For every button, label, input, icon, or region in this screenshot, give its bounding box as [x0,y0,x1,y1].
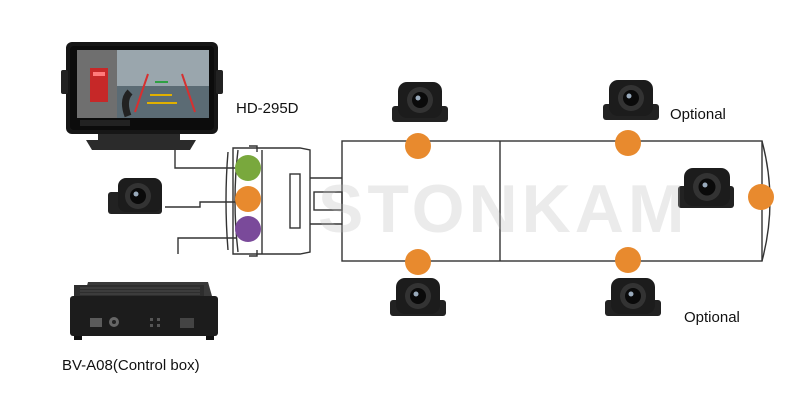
monitor-icon [61,42,223,150]
camera-dot [748,184,774,210]
wiring-lines [165,150,238,254]
camera-dot [405,133,431,159]
watermark: STONKAM [318,171,689,247]
camera-icon [108,178,162,214]
camera-dot [405,249,431,275]
channel-dot-green [235,155,261,181]
camera-dot [615,247,641,273]
camera-icon [390,278,446,316]
monitor-model-label: HD-295D [236,100,299,117]
camera-icon [603,80,659,120]
channel-dot-orange [235,186,261,212]
optional-label-top: Optional [670,106,726,123]
camera-icon [678,168,734,208]
camera-dot [615,130,641,156]
dvr-control-box-icon [70,282,218,340]
camera-icon [605,278,661,316]
channel-dot-purple [235,216,261,242]
camera-positions [405,130,774,275]
channel-indicators [235,155,261,242]
optional-label-bottom: Optional [684,309,740,326]
control-box-label: BV-A08(Control box) [62,357,200,374]
camera-icon [392,82,448,122]
